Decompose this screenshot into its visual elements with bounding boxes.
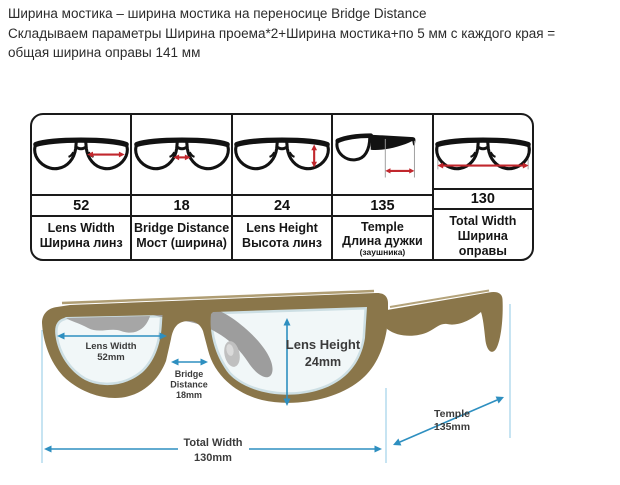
intro-line-2: Складываем параметры Ширина проема*2+Шир… [8, 25, 556, 41]
value-bridge: 18 [132, 194, 231, 215]
glasses-front-bridge-icon [133, 137, 230, 171]
back-temple-left-icon [66, 316, 150, 333]
lens-width-label: Lens Width [85, 341, 136, 352]
glasses-frame-front [42, 292, 388, 403]
spec-column-bridge: 18 Bridge Distance Мост (ширина) [132, 115, 233, 259]
total-width-label: Total Width [184, 437, 243, 449]
glasses-front-total-width-icon [434, 137, 531, 171]
lens-height-value: 24mm [305, 355, 341, 369]
label-ru-small: (заушника) [359, 247, 406, 257]
label-en: Temple [361, 220, 404, 234]
value-lens-width: 52 [32, 194, 131, 215]
bridge-distance-value: 18mm [176, 390, 202, 400]
spec-column-lens-width: 52 Lens Width Ширина линз [32, 115, 133, 259]
intro-line-1: Ширина мостика – ширина мостика на перен… [8, 6, 427, 21]
label-en: Total Width [449, 214, 517, 228]
label-en: Lens Width [47, 221, 115, 235]
lens-height-arrow [283, 318, 291, 406]
bridge-distance-label: Bridge [175, 369, 204, 379]
label-ru: Длина дужки [342, 234, 423, 248]
total-width-value: 130mm [194, 452, 232, 464]
label-ru: Ширина линз [39, 236, 123, 250]
lens-height-label: Lens Height [286, 337, 361, 352]
lens-width-arrow [87, 151, 125, 158]
spec-column-temple: 135 Temple Длина дужки (заушника) [333, 115, 434, 259]
temple-arrow [385, 168, 415, 174]
total-width-arrow [44, 445, 382, 453]
right-temple-icon [387, 292, 503, 352]
label-ru: Высота линз [242, 236, 322, 250]
label-ru: Ширина оправы [457, 229, 508, 258]
lens-width-value: 52mm [97, 352, 124, 363]
lens-width-arrow [57, 332, 167, 340]
value-total-width: 130 [433, 188, 532, 208]
value-lens-height: 24 [232, 194, 332, 215]
intro-line-3: общая ширина оправы 141 мм [8, 45, 201, 60]
temple-length-arrow [393, 396, 504, 446]
temple-label: Temple [434, 408, 470, 420]
frame-top-highlight [61, 289, 375, 305]
bridge-distance-label-2: Distance [170, 380, 208, 390]
temple-value: 135mm [434, 421, 470, 433]
bridge-distance-arrow [171, 358, 208, 366]
glasses-side-temple-icon [335, 133, 416, 178]
lens-height-arrow [311, 144, 318, 168]
glasses-diagram: Lens Width 52mm Bridge Distance 18mm Len… [0, 276, 620, 485]
temple-top-highlight [389, 289, 490, 308]
nose-pad-highlight [226, 344, 234, 356]
glasses-front-lens-width-icon [33, 137, 130, 171]
label-en: Bridge Distance [134, 221, 230, 235]
label-ru: Мост (ширина) [136, 236, 227, 250]
value-temple: 135 [333, 194, 432, 215]
glasses-measurements-table: 52 Lens Width Ширина линз 18 [30, 113, 534, 261]
total-width-arrow [437, 162, 529, 169]
glasses-front-lens-height-icon [234, 137, 330, 171]
bridge-arrow [172, 154, 191, 161]
intro-paragraph: Ширина мостика – ширина мостика на перен… [8, 4, 614, 63]
spec-column-lens-height: 24 Lens Height Высота линз [232, 115, 334, 259]
spec-column-total-width: 130 Total Width Ширина оправы [433, 115, 532, 259]
glasses-diagram-drawing: Lens Width 52mm Bridge Distance 18mm Len… [41, 289, 511, 464]
label-en: Lens Height [246, 221, 318, 235]
